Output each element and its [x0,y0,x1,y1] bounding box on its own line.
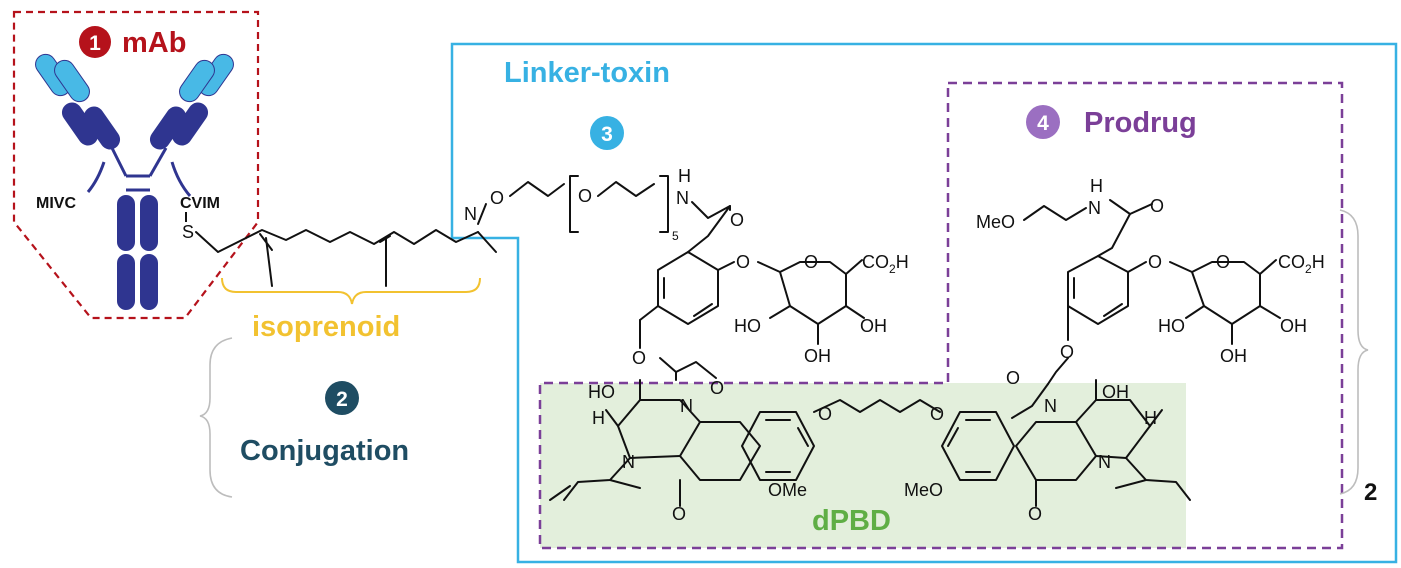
dpbd-ether-o-right: O [930,404,944,424]
glycosidic-o-atom: O [736,252,750,272]
conjugation-number: 2 [336,388,348,411]
prodrug-number: 4 [1037,112,1049,135]
acid-label: CO2H [862,252,909,276]
dpbd-n4-left: N [622,452,635,472]
prodrug-amide-n: N [1088,198,1101,218]
linker-title: Linker-toxin [504,57,670,89]
amide-h-atom: H [678,166,691,186]
prodrug-carbamate-o: O [1006,368,1020,388]
mab-number-badge [79,26,111,58]
prodrug-hydroxyl-bottom: OH [1220,346,1247,366]
dpbd-methoxy-right: MeO [904,480,943,500]
dpbd-hydroxyl-right: OH [1102,382,1129,402]
mab-frame [12,10,260,320]
dpbd-h-right: H [1144,408,1157,428]
prodrug-glycosidic-o: O [1148,252,1162,272]
antibody-icon [35,53,234,310]
conjugation-brace [199,337,233,498]
dpbd-n10-left: N [680,396,693,416]
linker-number: 3 [601,123,613,146]
prodrug-acid-label: CO2H [1278,252,1325,276]
mivc-label: MIVC [36,195,76,212]
prodrug-structure [1011,199,1281,419]
hydroxyl-left: HO [734,316,761,336]
oxime-n-atom: N [464,204,477,224]
mab-number: 1 [89,32,101,55]
linker-toxin-frame [450,42,1398,564]
cvim-label: CVIM [180,195,220,212]
sulfur-atom: S [182,222,194,242]
prodrug-amide-h: H [1090,176,1103,196]
dpbd-ether-o-left: O [818,404,832,424]
dpbd-structure [549,379,1191,507]
isoprenoid-brace [221,277,481,305]
carbamate-o-atom: O [710,378,724,398]
dpbd-n10-right: N [1044,396,1057,416]
dpbd-h-left: H [592,408,605,428]
prodrug-hydroxyl-left: HO [1158,316,1185,336]
dpbd-hydroxyl-left: HO [588,382,615,402]
ring-o-atom: O [804,252,818,272]
hydroxyl-bottom: OH [804,346,831,366]
prodrug-brace [1339,209,1369,495]
isoprenoid-chain [195,229,497,287]
methoxy-label: MeO [976,212,1015,232]
amide-o-atom: O [730,210,744,230]
conjugation-number-badge [325,381,359,415]
prodrug-benzyl-o: O [1060,342,1074,362]
prodrug-number-badge [1026,105,1060,139]
repeat-count: 2 [1364,479,1377,506]
linker-toxin-structure [477,175,865,381]
isoprenoid-label: isoprenoid [252,311,400,343]
dpbd-methoxy-left: OMe [768,480,807,500]
prodrug-hydroxyl-right: OH [1280,316,1307,336]
prodrug-amide-o: O [1150,196,1164,216]
dpbd-n4-right: N [1098,452,1111,472]
mab-title: mAb [122,27,186,59]
prodrug-title: Prodrug [1084,107,1197,139]
prodrug-frame [538,81,1344,550]
amide-n-atom: N [676,188,689,208]
conjugation-title: Conjugation [240,435,409,467]
hydroxyl-right: OH [860,316,887,336]
dpbd-ketone-left: O [672,504,686,524]
peg-o-atom: O [578,186,592,206]
benzyl-o-atom: O [632,348,646,368]
linker-number-badge [590,116,624,150]
dpbd-ketone-right: O [1028,504,1042,524]
dpbd-label: dPBD [812,505,891,537]
prodrug-ring-o: O [1216,252,1230,272]
oxime-o-atom: O [490,188,504,208]
peg-repeat-subscript: 5 [672,229,679,243]
